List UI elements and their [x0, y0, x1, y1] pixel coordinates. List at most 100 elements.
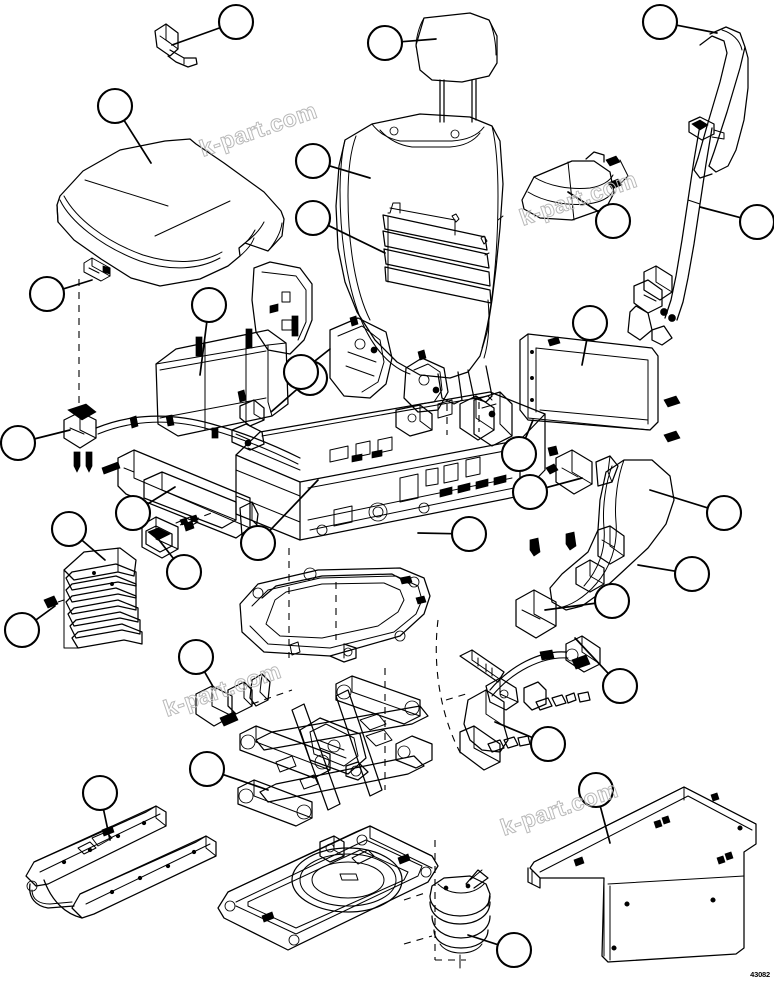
callout-balloon[interactable]: [0, 424, 37, 462]
callout-balloon[interactable]: [500, 435, 538, 473]
callout-balloon[interactable]: [217, 3, 255, 41]
part-scissor-lift: [237, 675, 433, 827]
callout-c12[interactable]: [282, 348, 331, 391]
callout-c24[interactable]: [544, 582, 631, 620]
part-seat-cushion: [56, 138, 285, 287]
callout-c07[interactable]: [567, 191, 632, 240]
callout-balloon[interactable]: [96, 87, 134, 125]
callout-balloon[interactable]: [529, 725, 567, 763]
callout-leader-line: [81, 539, 106, 561]
callout-c09[interactable]: [28, 275, 93, 313]
callout-c27[interactable]: [494, 721, 567, 763]
callout-leader-line: [123, 119, 152, 164]
callout-balloon[interactable]: [3, 611, 41, 649]
callout-leader-line: [33, 429, 71, 440]
part-control-switch: [141, 511, 215, 559]
part-recliner-bracket: [403, 349, 495, 441]
diagram-id-number: 43082: [750, 970, 770, 979]
callout-c13[interactable]: [571, 304, 609, 366]
callout-balloon[interactable]: [28, 275, 66, 313]
callout-balloon[interactable]: [594, 202, 632, 240]
part-shock-absorber: [435, 619, 601, 771]
callout-leader-line: [62, 279, 93, 290]
callout-c29[interactable]: [188, 750, 269, 791]
part-cushion-bracket: [83, 257, 111, 282]
callout-balloon[interactable]: [165, 553, 203, 591]
callout-c21[interactable]: [3, 605, 56, 649]
callout-c06[interactable]: [294, 199, 386, 254]
callout-leader-line: [313, 348, 331, 363]
part-latch-right: [529, 445, 619, 557]
callout-balloon[interactable]: [593, 582, 631, 620]
callout-c25[interactable]: [637, 555, 711, 593]
callout-c16[interactable]: [511, 473, 583, 511]
callout-leader-line: [699, 206, 742, 219]
callout-c05[interactable]: [294, 142, 371, 180]
callout-c32[interactable]: [467, 931, 533, 969]
callout-balloon[interactable]: [282, 353, 320, 391]
callout-leader-line: [102, 808, 111, 841]
part-air-spring: [403, 869, 491, 969]
callout-balloon[interactable]: [673, 555, 711, 593]
part-seat-back: [335, 113, 504, 405]
callout-balloon[interactable]: [577, 771, 615, 809]
callout-balloon[interactable]: [366, 24, 404, 62]
callout-leader-line: [199, 321, 208, 376]
callout-leader-line: [467, 934, 499, 946]
callout-c22[interactable]: [239, 479, 319, 562]
callout-c28[interactable]: [177, 638, 216, 691]
part-armrest-upper: [521, 151, 629, 221]
callout-c20[interactable]: [158, 539, 203, 591]
callout-balloon[interactable]: [641, 3, 679, 41]
callout-c19[interactable]: [50, 510, 106, 561]
callout-balloon[interactable]: [50, 510, 88, 548]
part-headrest: [415, 12, 498, 123]
callout-c26[interactable]: [574, 637, 639, 705]
callout-c18[interactable]: [114, 486, 176, 532]
callout-leader-line: [158, 539, 175, 560]
callout-balloon[interactable]: [511, 473, 549, 511]
callout-c17[interactable]: [649, 489, 743, 532]
callout-leader-line: [675, 24, 718, 34]
callout-c02[interactable]: [366, 24, 437, 62]
callout-balloon[interactable]: [294, 199, 332, 237]
part-seat-pan-frame: [239, 567, 431, 663]
callout-leader-line: [401, 38, 437, 43]
callout-leader-line: [545, 477, 583, 489]
callout-balloon[interactable]: [601, 667, 639, 705]
callout-leader-line: [599, 805, 611, 844]
callout-balloon[interactable]: [571, 304, 609, 342]
part-lower-trim-panel: [117, 449, 259, 539]
callout-balloon[interactable]: [495, 931, 533, 969]
callout-c10[interactable]: [190, 286, 228, 376]
callout-c04[interactable]: [96, 87, 152, 164]
callout-balloon[interactable]: [114, 494, 152, 532]
callout-leader-line: [34, 605, 56, 621]
callout-c14[interactable]: [0, 424, 71, 462]
callout-balloon[interactable]: [190, 286, 228, 324]
callout-balloon[interactable]: [81, 774, 119, 812]
callout-c08[interactable]: [699, 203, 774, 241]
callout-leader-line: [494, 721, 534, 739]
callout-balloon[interactable]: [294, 142, 332, 180]
callout-balloon[interactable]: [239, 524, 277, 562]
part-seat-belt-assembly: [627, 26, 749, 346]
callout-leader-line: [567, 191, 600, 213]
callout-balloon[interactable]: [188, 750, 226, 788]
callout-c01[interactable]: [171, 3, 255, 46]
callout-c15[interactable]: [500, 419, 538, 473]
callout-c23[interactable]: [417, 515, 488, 553]
callout-c31[interactable]: [577, 771, 615, 844]
callout-c03[interactable]: [641, 3, 718, 41]
callout-balloon[interactable]: [177, 638, 215, 676]
callout-leader-line: [203, 670, 216, 691]
part-bellows-cover: [43, 547, 143, 649]
callout-c30[interactable]: [81, 774, 119, 841]
callout-leader-line: [524, 419, 534, 440]
callout-balloon[interactable]: [450, 515, 488, 553]
callout-balloon[interactable]: [738, 203, 774, 241]
part-back-panel: [519, 333, 681, 443]
callout-balloon[interactable]: [705, 494, 743, 532]
part-armrest-lower: [515, 459, 675, 639]
